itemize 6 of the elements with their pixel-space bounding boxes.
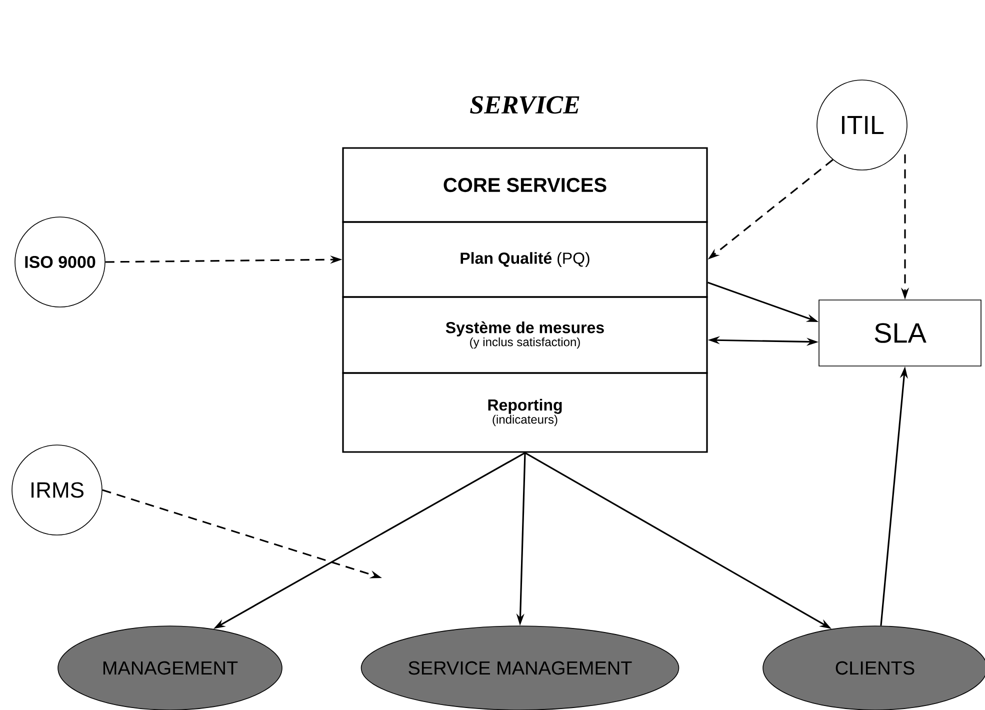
- title: SERVICE: [470, 96, 580, 114]
- core-services-band: CORE SERVICES: [342, 147, 708, 223]
- reporting-box: Reporting (indicateurs): [342, 372, 708, 453]
- measures-box: Système de mesures (y inclus satisfaction): [342, 296, 708, 374]
- sla-box: SLA: [818, 300, 982, 366]
- plan-box: Plan Qualité (PQ): [342, 221, 708, 298]
